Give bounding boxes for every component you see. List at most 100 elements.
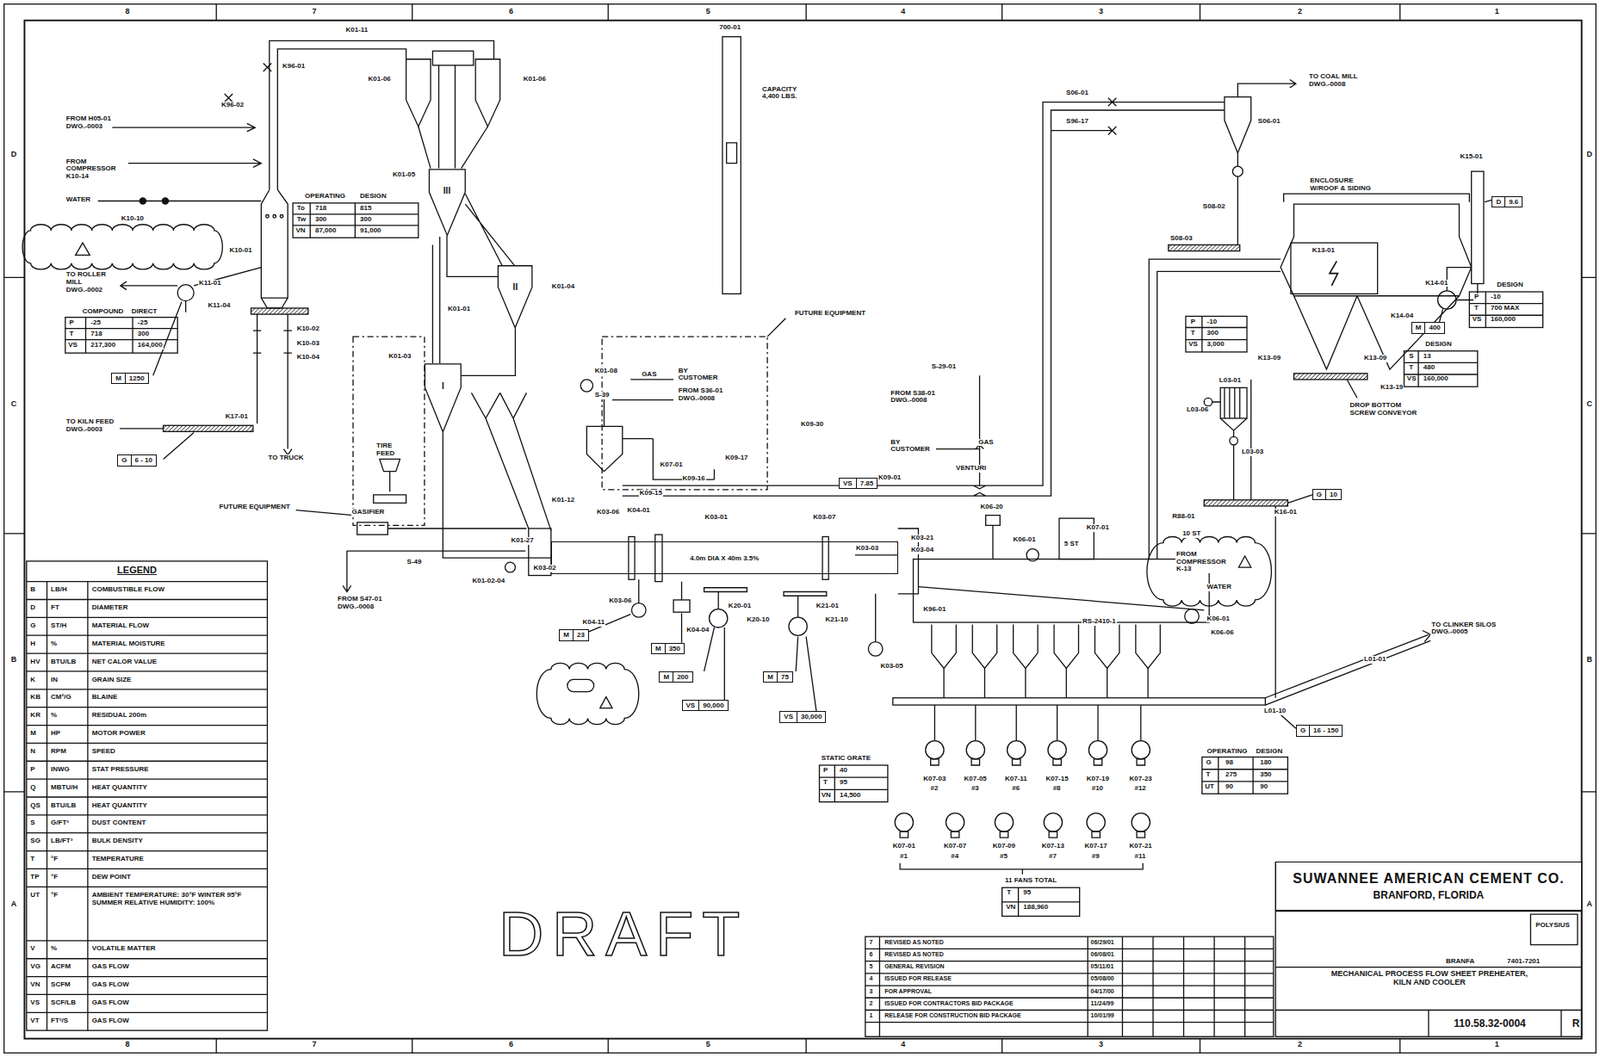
callout-label: RS-2410-1 [1081,618,1117,627]
callout-label: 90 [1224,783,1235,792]
data-tag: D9.6 [1491,196,1523,209]
legend-symbol: VT [29,1017,40,1026]
callout-label: K03-07 [812,514,837,522]
callout-label: K96-01 [281,62,306,71]
callout-label: #3 [970,785,980,794]
callout-label: K21-10 [824,616,849,625]
legend-unit: SCF/LB [49,999,77,1008]
callout-label: 160,000 [1422,375,1450,384]
legend-text: GAS FLOW [92,963,264,972]
legend-unit: BTU/LB [49,802,77,811]
legend-text: HEAT QUANTITY [92,802,264,811]
grid-reference: 4 [899,7,906,17]
legend-unit: MBTU/H [49,784,79,793]
callout-label: K01-08 [594,367,619,376]
callout-label: T [1473,304,1480,313]
data-tag: G10 [1312,489,1342,502]
callout-label: S-49 [406,558,423,567]
callout-label: K10-02 [296,325,321,334]
tag-symbol: M [651,644,666,655]
callout-label: 90 [1258,783,1269,792]
callout-label: K17-01 [224,413,249,422]
callout-label: K07-19 [1085,775,1111,784]
callout-label: K11-01 [198,279,223,288]
callout-label: P [822,767,829,776]
legend-unit: INWG [49,766,71,775]
callout-label: K01-04 [551,283,576,292]
revision-text: 7 [868,939,874,947]
callout-label: OPERATING [1206,748,1249,757]
data-tag: M1250 [111,372,149,385]
callout-label: K01-03 [387,353,412,361]
grid-reference: 7 [310,1041,317,1050]
data-tag: VS90,000 [682,700,729,713]
callout-label: 700-01 [718,24,742,32]
callout-label: K09-30 [800,421,825,429]
callout-label: K96-01 [922,606,947,614]
drawing-title: MECHANICAL PROCESS FLOW SHEET PREHEATER,… [1326,970,1532,988]
callout-label: Tw [296,216,308,224]
legend-text: VOLATILE MATTER [92,945,264,954]
cyclone-node: III [428,168,466,236]
tag-symbol: VS [780,712,798,723]
tag-value: 30,000 [797,712,825,723]
data-tag: VS30,000 [779,711,826,724]
legend-unit: SCFM [49,981,72,990]
revision-text: ISSUED FOR CONTRACTORS BID PACKAGE [883,1000,1014,1008]
callout-label: K07-09 [992,843,1017,851]
stage-number: I [424,382,462,391]
callout-label: DESIGN [1254,748,1284,757]
callout-label: K14-01 [1424,279,1449,288]
legend-unit: LB/FT³ [49,837,74,846]
legend-text: BLAINE [92,694,264,702]
callout-label: K13-19 [1379,384,1404,392]
callout-label: K07-23 [1128,775,1154,784]
legend-symbol: TP [29,874,40,882]
grid-reference: 5 [705,7,712,17]
legend-unit: G/FT³ [49,819,70,828]
legend-text: NET CALOR VALUE [92,658,264,667]
callout-label: UT [1203,783,1216,792]
callout-label: K01-27 [509,537,534,546]
callout-label: TO CLINKER SILOS DWG.-0005 [1430,621,1508,638]
callout-label: R88-01 [1171,513,1196,521]
grid-reference: B [1585,656,1594,665]
callout-label: TO KILN FEED DWG.-0003 [65,418,121,435]
legend-unit: LB/H [49,586,69,595]
callout-label: FROM COMPRESSOR K-13 [1175,551,1235,574]
grid-reference: 8 [124,1041,131,1050]
process-line [461,328,516,377]
callout-label: S-29-01 [930,363,957,372]
revision-text: 5 [868,963,874,971]
callout-label: T [1005,889,1012,898]
callout-label: K07-01 [1085,524,1111,533]
grid-reference: D [1585,150,1594,160]
callout-label: FUTURE EQUIPMENT [793,310,867,318]
callout-label: K06-06 [1209,629,1235,638]
callout-label: K01-05 [391,171,416,180]
title-block-text: BRANFA [1444,958,1476,967]
callout-label: -25 [89,319,102,328]
callout-label: FROM H05-01 DWG.-0003 [65,115,112,131]
data-tag: G6 - 10 [117,454,157,467]
callout-label: K06-01 [1206,615,1231,624]
callout-label: P [1190,318,1197,327]
callout-label: #10 [1091,785,1104,794]
legend-text: SPEED [92,748,264,757]
grid-reference: 2 [1296,7,1303,17]
callout-label: DROP BOTTOM SCREW CONVEYOR [1349,402,1423,418]
tag-symbol: M [1412,322,1427,334]
callout-label: GASIFIER [351,508,386,517]
legend-symbol: VN [29,981,41,990]
callout-label: K06-01 [1011,536,1036,545]
callout-label: TO COAL MILL DWG.-0008 [1308,73,1367,89]
revision-text: 06/08/01 [1090,951,1116,959]
callout-label: 480 [1422,364,1436,373]
tag-symbol: D [1492,197,1506,208]
callout-label: #6 [1010,785,1021,794]
callout-label: K09-15 [638,489,664,498]
callout-label: DESIGN [1495,281,1525,290]
callout-label: VENTURI [955,465,987,473]
grid-reference: 3 [1097,1041,1104,1050]
